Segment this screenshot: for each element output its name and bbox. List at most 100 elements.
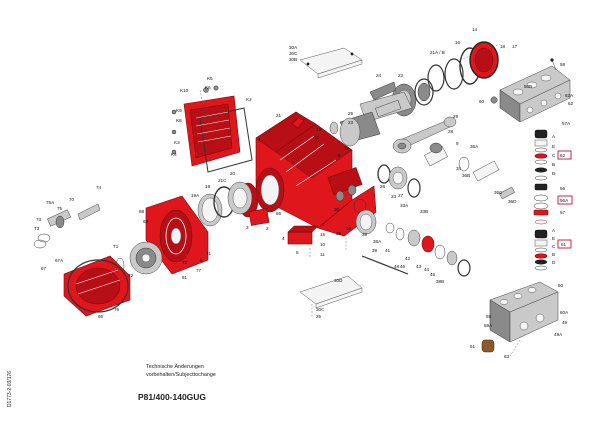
callout-k5: K5 (207, 76, 213, 81)
rear-cover-k (171, 85, 253, 173)
callout-27: 27 (398, 193, 404, 198)
callout-57a: 57A (562, 121, 571, 126)
callout-43: 43 (416, 264, 422, 269)
callout-38: 38 (362, 232, 368, 237)
callout-60: 60 (479, 99, 485, 104)
callout-48: 48 (394, 264, 400, 269)
callout-k10: K10 (180, 88, 189, 93)
callout-1: 1 (258, 137, 261, 142)
callout-41: 41 (385, 248, 391, 253)
callout-61-boxed: 61 (561, 242, 567, 247)
bearing-22 (414, 78, 434, 106)
callout-30c-lower: 30C (316, 307, 325, 312)
callout-33: 33 (391, 194, 397, 199)
ring-assembly-21 (427, 47, 481, 92)
callout-46: 46 (400, 264, 406, 269)
callout-21: 21 (276, 113, 282, 118)
callout-30: 30 (334, 207, 340, 212)
callout-33a: 33A (400, 203, 409, 208)
callout-25-lower: 25 (316, 314, 322, 319)
callout-67a: 67A (55, 258, 64, 263)
gear-cover-66 (63, 255, 131, 317)
connecting-rod-29 (392, 116, 457, 154)
callout-9: 9 (456, 141, 459, 146)
screw-58 (550, 58, 557, 71)
callout-18: 18 (500, 44, 506, 49)
callout-b-upper: B (552, 162, 555, 167)
callout-36c: 36C (494, 190, 503, 195)
callout-76: 76 (114, 307, 120, 312)
highlight-62 (557, 150, 572, 160)
callout-e-lower: E (552, 236, 555, 241)
fitting-51 (481, 339, 495, 353)
change-note-english: vorbehalten/Subjecttochange (146, 372, 216, 378)
seal-plate-30c (299, 275, 363, 318)
cover-disc-14 (469, 41, 499, 79)
callout-t1: T1 (113, 244, 119, 249)
callout-2: 2 (266, 226, 269, 231)
model-number: P81/400-140GUG (138, 392, 207, 402)
callout-77: 77 (196, 268, 202, 273)
callout-42: 42 (405, 256, 411, 261)
crankshaft-24-25 (329, 81, 417, 147)
bearing-26-27 (377, 164, 421, 198)
callout-11: 11 (320, 252, 325, 257)
callout-30d: 30D (334, 278, 343, 283)
callout-68: 68 (139, 209, 145, 214)
callout-17: 17 (512, 44, 518, 49)
callout-75: 75 (57, 206, 63, 211)
callout-k2: K2 (246, 97, 252, 102)
callout-62: 62 (568, 101, 574, 106)
callout-e-upper: E (552, 144, 555, 149)
callout-35: 35 (336, 231, 342, 236)
seal-kit-column (533, 129, 549, 271)
callout-66: 66 (98, 314, 104, 319)
document-id: D1773-2-03/176 (7, 370, 13, 408)
callout-75a: 75A (46, 200, 55, 205)
callout-16: 16 (455, 40, 461, 45)
callout-57: 57 (560, 210, 566, 215)
callout-58: 58 (560, 62, 566, 67)
callout-49: 49 (562, 320, 568, 325)
callout-12: 12 (316, 127, 322, 132)
callout-6: 6 (200, 258, 203, 263)
highlight-56a (557, 195, 573, 205)
manifold-block-50 (489, 281, 559, 343)
callout-c-lower: C (552, 244, 556, 249)
callout-74: 74 (96, 185, 102, 190)
callout-c-upper: C (552, 153, 556, 158)
callout-k8: K8 (176, 118, 182, 123)
callout-24: 24 (376, 73, 382, 78)
callout-a-upper: A (552, 134, 556, 139)
callout-81: 81 (182, 275, 188, 280)
guide-piston-36 (424, 142, 515, 200)
callout-30c: 30C (289, 51, 298, 56)
callout-32: 32 (344, 146, 350, 151)
callout-4: 4 (282, 236, 285, 241)
callout-19a: 19A (191, 193, 200, 198)
callout-60a: 60A (560, 310, 569, 315)
callout-56: 56 (560, 186, 566, 191)
callout-50: 50 (558, 283, 564, 288)
callout-d-upper: D (552, 171, 556, 176)
callout-k9: K9 (176, 108, 182, 113)
callout-25: 25 (348, 111, 354, 116)
callout-d-lower: D (552, 260, 556, 265)
callout-22: 22 (398, 73, 404, 78)
plunger-set-38 (353, 198, 471, 277)
callout-28: 28 (448, 129, 454, 134)
callout-19: 19 (205, 184, 211, 189)
red-fittings (248, 117, 319, 245)
callout-36b: 36B (462, 173, 470, 178)
callout-29: 29 (453, 114, 459, 119)
callout-56a-boxed: 56A (560, 198, 569, 203)
callout-30a: 30A (289, 45, 298, 50)
callout-69: 69 (143, 219, 149, 224)
callout-44: 44 (424, 267, 430, 272)
callout-36d: 36D (508, 199, 517, 204)
callout-8: 8 (338, 153, 341, 158)
guide-lines (185, 43, 521, 357)
callout-65: 65 (276, 211, 282, 216)
callout-labels: 30A 30C 30B 21A / B 16 14 18 17 58 50B 6… (34, 27, 574, 359)
